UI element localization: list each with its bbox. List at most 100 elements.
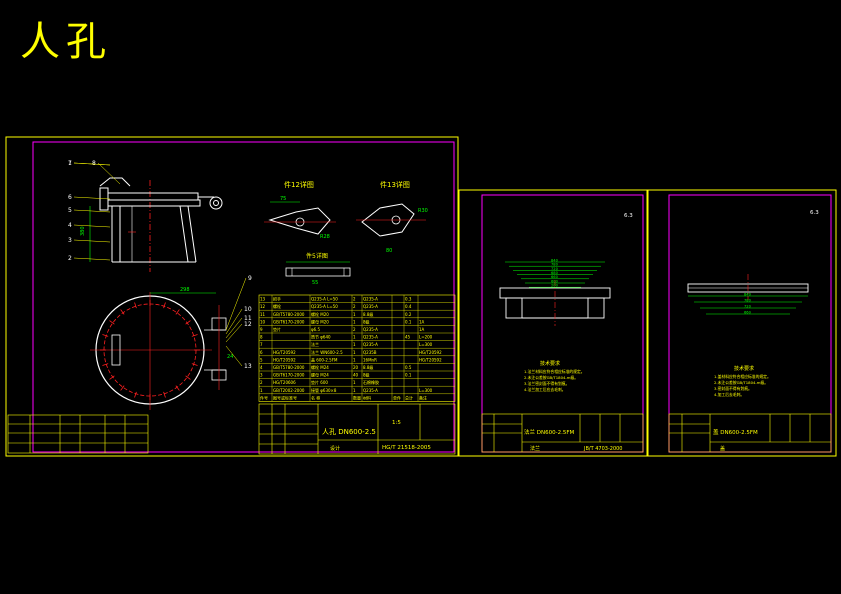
detail-13-dim1: R30 — [418, 208, 428, 214]
sheet-3-notes-title: 技术要求 — [734, 365, 754, 372]
bolt-hole-mark — [102, 363, 109, 366]
detail-13-label: 件13详图 — [380, 180, 410, 189]
bom-cell: L=300 — [419, 388, 433, 393]
part-number-label: 2 — [68, 255, 72, 262]
bom-cell: 1 — [353, 388, 356, 393]
bom-cell: 1 — [353, 357, 356, 362]
bom-cell: 0.5 — [405, 365, 412, 370]
sheet-3-note: 1.盖材料应符合相应标准的规定。 — [714, 374, 771, 379]
bom-cell: HG/T20606 — [273, 380, 296, 385]
bom-cell: 螺栓 M24 — [311, 364, 329, 370]
bolt-hole-mark — [191, 334, 198, 337]
bom-cell: 1 — [353, 350, 356, 355]
side-number-label: 13 — [244, 363, 252, 370]
bom-cell: 螺栓 M20 — [311, 311, 329, 317]
bom-cell: 8 — [260, 335, 263, 340]
bom-cell: 8级 — [363, 318, 370, 324]
bom-cell: 1 — [353, 319, 356, 324]
bom-header-cell: 名 称 — [311, 394, 320, 400]
bom-cell: 1 — [353, 312, 356, 317]
bom-header-cell: 材料 — [363, 394, 371, 400]
bom-cell: 5 — [260, 357, 263, 362]
bom-cell: 法兰 — [311, 341, 319, 347]
sheet-3-note: 3.密封面不得有划痕。 — [714, 386, 752, 391]
bom-cell: Q235B — [363, 350, 377, 355]
bom-cell: 12 — [260, 304, 266, 309]
bom-cell: GB/T5780-2000 — [273, 365, 305, 370]
side-number-label: 9 — [248, 275, 252, 282]
bom-cell: 13 — [260, 297, 266, 302]
bom-cell: 接管 φ630×8 — [311, 387, 337, 393]
bom-cell: 11 — [260, 312, 266, 317]
title-block-2 — [481, 413, 644, 453]
sheet-2-inner-frame — [481, 194, 644, 453]
bolt-hole-mark — [175, 309, 180, 315]
bom-cell: 20 — [353, 365, 359, 370]
part-number-label: 4 — [68, 222, 72, 229]
bolt-hole-mark — [120, 309, 125, 315]
bolt-hole-mark — [134, 391, 137, 398]
bom-cell: 石棉橡胶 — [363, 379, 379, 385]
title-block-2-part: 法兰 — [530, 445, 540, 452]
bom-cell: GB/T2002-2000 — [273, 388, 305, 393]
cover-dim-text: 720 — [744, 304, 752, 308]
bolt-hole-mark — [120, 385, 125, 391]
sheet-1-inner-frame — [32, 141, 455, 453]
dim-side-text: 24 — [227, 354, 233, 360]
bom-cell: Q235-A — [363, 388, 378, 393]
bom-cell: 0.2 — [405, 312, 412, 317]
sheet-3-frame — [647, 189, 837, 457]
bom-cell: 16MnR — [363, 357, 377, 362]
bom-cell: 2 — [353, 327, 356, 332]
bom-cell: 把手 — [273, 296, 281, 302]
bom-header-cell: 单件 — [393, 394, 401, 400]
page-title: 人孔 — [20, 19, 112, 65]
side-number-label: 11 — [244, 315, 252, 322]
bom-header-cell: 总计 — [405, 394, 413, 400]
bom-cell: Q235-A — [363, 304, 378, 309]
sheet-3-notes: 1.盖材料应符合相应标准的规定。2.未注公差按GB/T1804-m级。3.密封面… — [714, 374, 771, 397]
bolt-hole-mark — [134, 302, 137, 309]
bom-cell: 6 — [260, 350, 263, 355]
detail-5-dim: 55 — [312, 280, 318, 286]
bom-cell: 4 — [260, 365, 263, 370]
bom-cell: Q235-A L=50 — [311, 304, 338, 309]
bom-cell: 9 — [260, 327, 263, 332]
side-number-label: 10 — [244, 306, 252, 313]
bom-cell: 2 — [260, 380, 263, 385]
bolt-hole-mark — [109, 320, 115, 325]
bom-cell: 螺栓 — [273, 303, 281, 309]
bom-cell: Q235-A L=50 — [311, 297, 338, 302]
detail-12-dim1: 75 — [280, 196, 286, 202]
bom-cell: GB/T5780-2000 — [273, 312, 305, 317]
bom-header-cell: 数量 — [353, 394, 361, 400]
bom-cell: 垫片 600 — [311, 379, 328, 385]
title-block-1-sheet: 设计 — [330, 445, 340, 452]
flange-dim-text: 780 — [551, 263, 559, 267]
bom-cell: 盖 600-2.5FM — [311, 356, 338, 362]
title-block-3-name: 盖 DN600-2.5FM — [713, 428, 758, 436]
sheet-2-note: 4.法兰加工后应去毛刺。 — [524, 387, 566, 392]
bom-cell: Q235-A — [363, 335, 378, 340]
bom-cell: 8.8级 — [363, 311, 373, 317]
dim-radius-text: 298 — [180, 287, 190, 293]
flange-section — [499, 280, 611, 326]
part-number-label: 5 — [68, 207, 72, 214]
sheet-3-inner-frame — [668, 194, 832, 453]
bom-header-cell: 件号 — [260, 394, 268, 400]
bolt-hole-mark — [175, 385, 180, 391]
flange-dim-text: 840 — [551, 258, 559, 262]
part-number-label: 6 — [68, 194, 72, 201]
detail-12: 件12详图 75 R28 — [264, 180, 336, 240]
detail-12-label: 件12详图 — [284, 180, 314, 189]
bom-cell: 1 — [353, 380, 356, 385]
bom-cell: 1 — [353, 342, 356, 347]
bom-cell: 8.8级 — [363, 364, 373, 370]
bom-cell: HG/T20592 — [273, 357, 296, 362]
detail-5: 件5详图 55 — [285, 252, 351, 286]
